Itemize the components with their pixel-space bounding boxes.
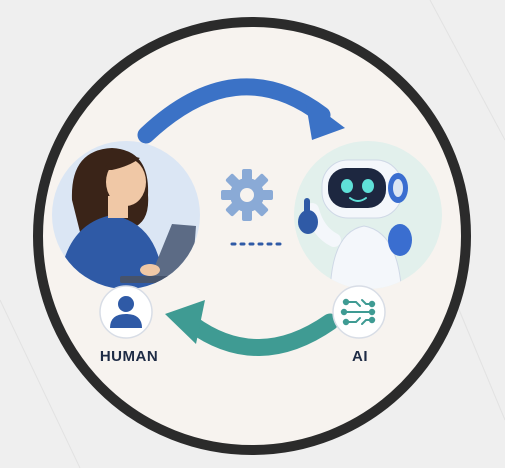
- arrow-clockwise-icon: [137, 78, 345, 144]
- circuit-brain-icon: [340, 298, 376, 326]
- human-label: HUMAN: [99, 348, 159, 365]
- person-icon: [110, 296, 142, 328]
- human-circle: [52, 141, 200, 289]
- arrow-return-icon: [165, 300, 339, 356]
- gear-icon: [221, 169, 273, 221]
- person-icon-badge: [99, 285, 153, 339]
- robot-illustration: [298, 159, 412, 289]
- circuit-brain-icon-badge: [332, 285, 386, 339]
- ai-label: AI: [352, 348, 368, 365]
- ai-circle: [294, 141, 442, 289]
